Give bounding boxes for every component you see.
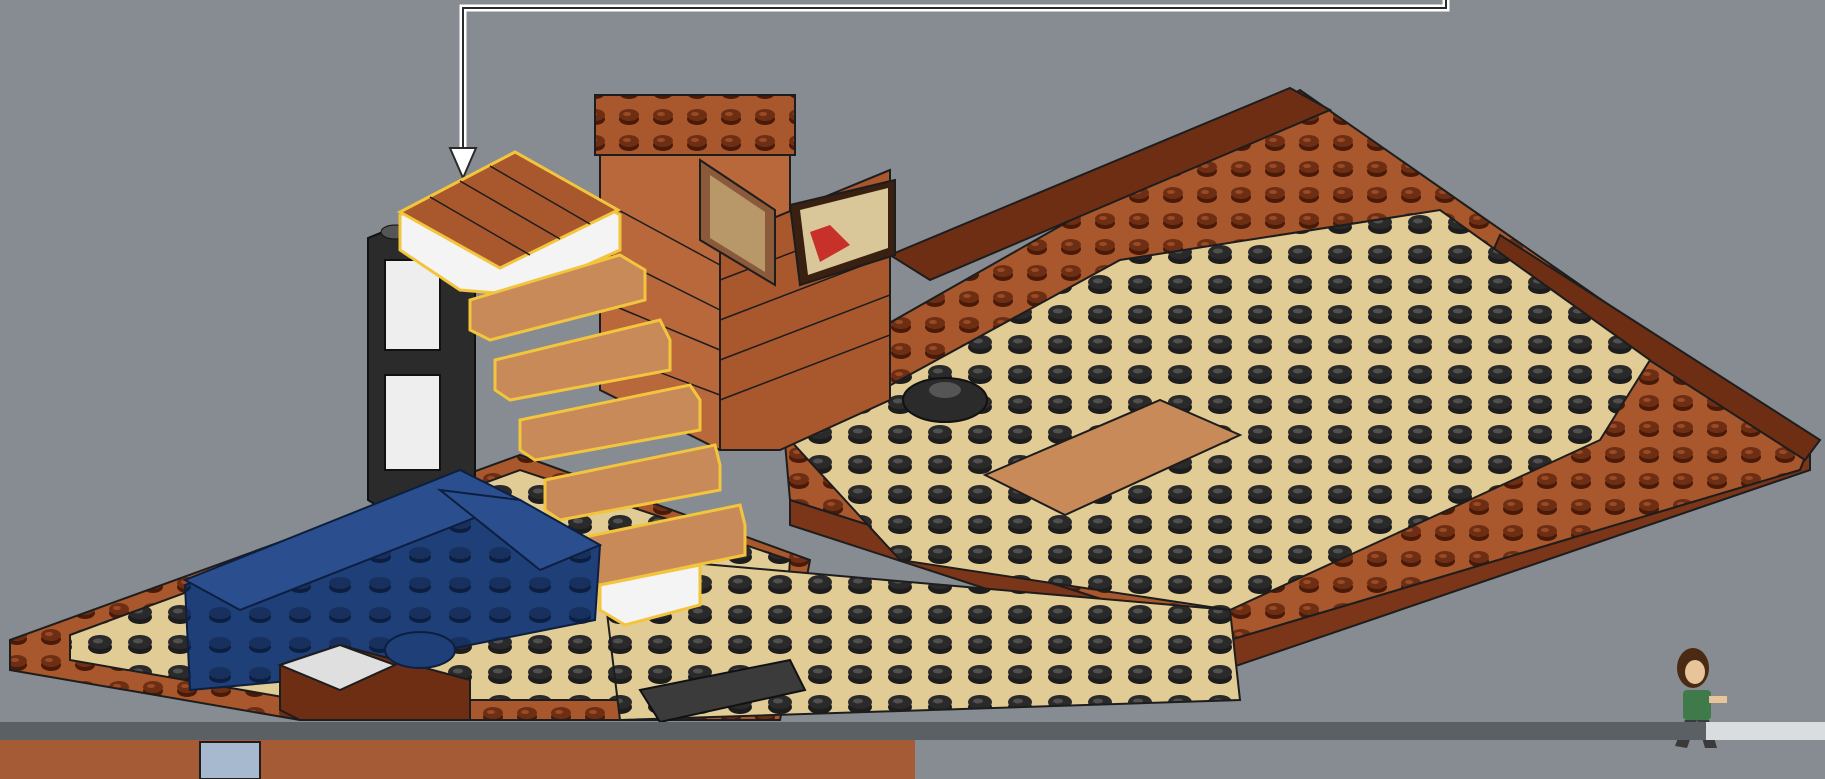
progress-remaining xyxy=(1706,722,1825,740)
cap-piece xyxy=(385,632,455,668)
progress-track xyxy=(0,722,1825,740)
baseplate-right xyxy=(780,88,1820,668)
